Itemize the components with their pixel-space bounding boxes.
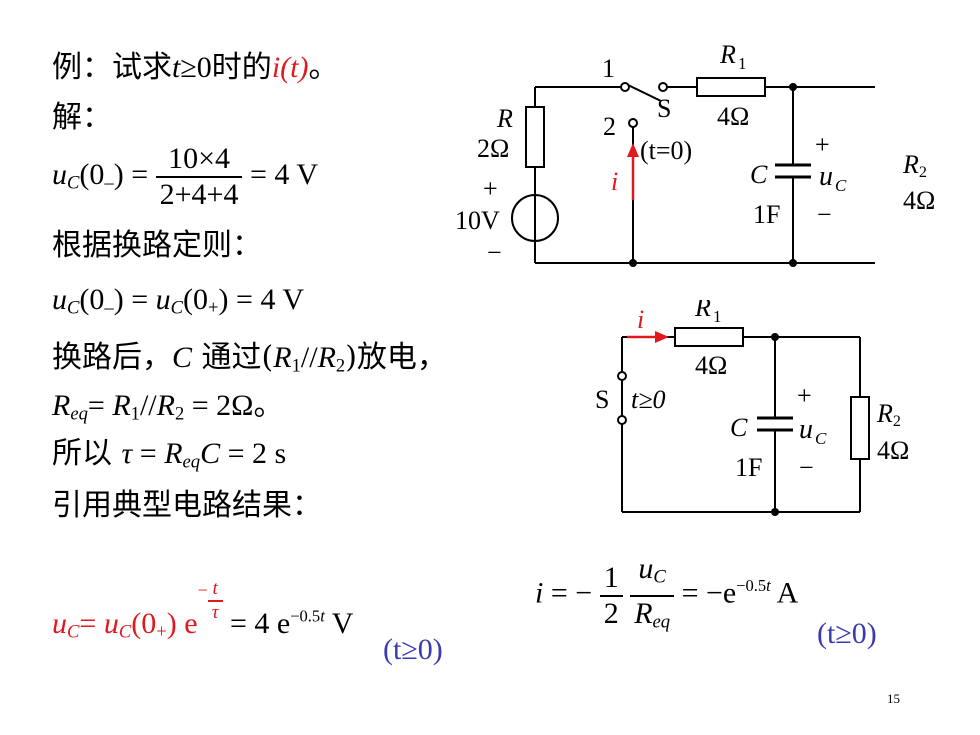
svg-text:−: −	[799, 453, 814, 482]
uc-initial-equation: uC(0–) = 10×4 2+4+4 = 4 V	[52, 142, 319, 212]
svg-text:−: −	[817, 200, 832, 229]
svg-text:C: C	[750, 160, 768, 189]
svg-text:4Ω: 4Ω	[717, 102, 749, 131]
circuit2-r2-value: 4Ω	[877, 436, 910, 465]
svg-text:u: u	[799, 414, 813, 445]
svg-text:t≥0: t≥0	[631, 385, 666, 414]
circuit1-r2-label: R2	[903, 150, 927, 182]
solution-label: 解：	[52, 100, 112, 135]
svg-text:2Ω: 2Ω	[477, 134, 509, 163]
svg-text:4Ω: 4Ω	[695, 351, 727, 380]
svg-text:u: u	[819, 161, 833, 192]
page-number: 15	[887, 691, 900, 706]
resistor-R2-after	[850, 396, 870, 460]
problem-statement: 例：试求t≥0时的i(t)。	[52, 50, 339, 85]
svg-text:1F: 1F	[735, 453, 762, 482]
svg-text:S: S	[595, 385, 609, 414]
svg-text:1: 1	[602, 54, 615, 83]
uc-initial-fraction: 10×4 2+4+4	[155, 142, 243, 212]
svg-text:2: 2	[603, 112, 616, 141]
svg-text:10V: 10V	[455, 206, 500, 235]
svg-text:C: C	[835, 176, 847, 195]
svg-text:−: −	[487, 238, 502, 267]
svg-text:C: C	[815, 429, 827, 448]
continuity-equation: uC(0–) = uC(0+) = 4 V	[52, 283, 305, 319]
circuit-diagram-after: i R 1 4Ω S t≥0 C 1F + u C −	[595, 300, 870, 516]
svg-text:(t=0): (t=0)	[640, 136, 692, 165]
svg-text:+: +	[815, 130, 830, 159]
circuit1-r2-value: 4Ω	[903, 186, 936, 215]
typical-result-label: 引用典型电路结果：	[52, 488, 322, 523]
svg-text:C: C	[730, 413, 748, 442]
svg-text:R: R	[496, 104, 513, 133]
resistor-R1-after	[674, 327, 744, 347]
svg-text:i: i	[637, 305, 644, 334]
svg-text:+: +	[797, 381, 812, 410]
tau-equation: 所以 τ = ReqC = 2 s	[52, 436, 287, 473]
svg-text:1F: 1F	[753, 200, 780, 229]
resistor-R	[525, 106, 545, 168]
circuit2-r2-label: R2	[877, 399, 901, 431]
i-final-condition: (t≥0)	[817, 617, 877, 650]
svg-text:R: R	[719, 40, 736, 69]
svg-text:S: S	[657, 94, 671, 123]
after-switch-text: 换路后，C 通过(R1//R2)放电，	[52, 340, 447, 377]
svg-text:1: 1	[738, 54, 747, 73]
req-equation: Req= R1//R2 = 2Ω。	[52, 389, 284, 425]
svg-text:1: 1	[713, 307, 722, 326]
switching-rule-label: 根据换路定则：	[52, 228, 262, 263]
svg-text:i: i	[611, 167, 618, 196]
uc-final-condition: (t≥0)	[383, 633, 443, 666]
circuit-diagram-before: 1 2 S (t=0) R 2Ω + 10V − i R 1 4Ω C 1F +…	[455, 40, 875, 267]
svg-text:+: +	[483, 174, 498, 203]
svg-text:R: R	[694, 300, 711, 322]
resistor-R1	[696, 77, 766, 97]
